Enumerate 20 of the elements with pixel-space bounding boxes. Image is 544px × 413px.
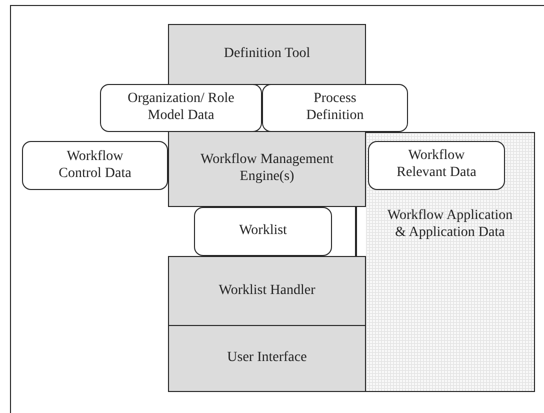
node-label: Definition Tool bbox=[224, 46, 310, 63]
node-label: Workflow Management Engine(s) bbox=[200, 152, 334, 186]
node-label: Workflow Control Data bbox=[58, 148, 132, 182]
tool-box bbox=[168, 24, 366, 85]
interface-box bbox=[168, 325, 366, 392]
data-box bbox=[100, 84, 262, 132]
node-label: Process Definition bbox=[305, 91, 365, 125]
application-area bbox=[366, 132, 535, 392]
node-label: Worklist bbox=[239, 223, 287, 240]
data-box bbox=[262, 84, 408, 132]
data-box bbox=[194, 207, 332, 256]
data-box bbox=[22, 141, 168, 190]
node-label: Worklist Handler bbox=[218, 282, 316, 300]
node-label: Workflow Application & Application Data bbox=[386, 208, 514, 242]
data-box bbox=[368, 140, 505, 190]
node-label: User Interface bbox=[227, 350, 307, 367]
node-label: Organization/ Role Model Data bbox=[126, 91, 236, 125]
node-label: Workflow Relevant Data bbox=[396, 148, 478, 182]
handler-box bbox=[168, 256, 366, 326]
engine-box bbox=[168, 131, 366, 207]
